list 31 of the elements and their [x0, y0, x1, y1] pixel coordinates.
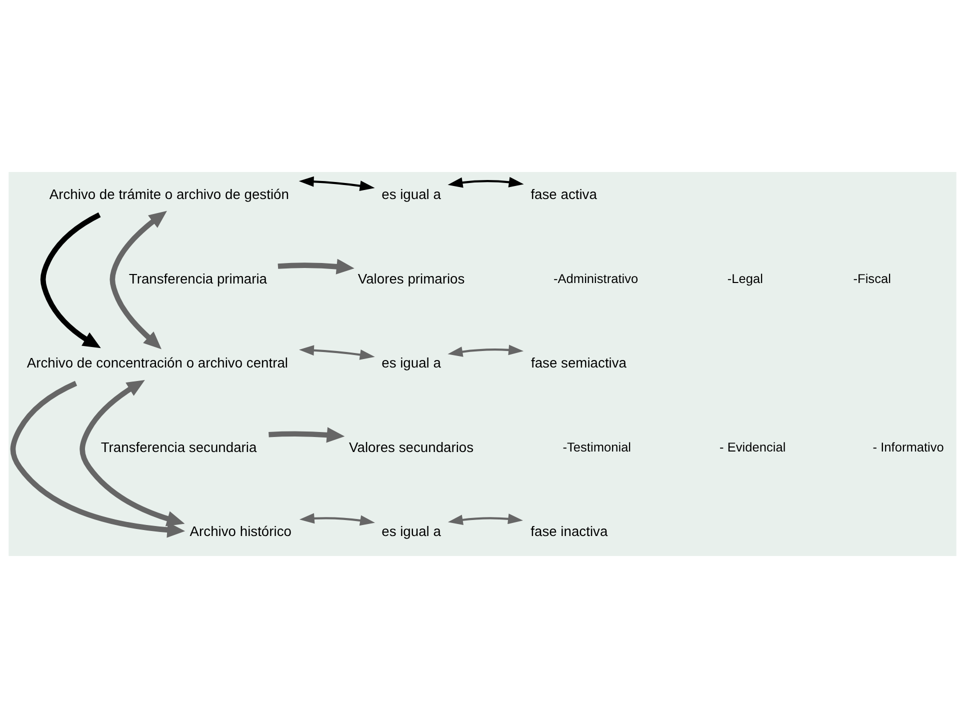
arrow	[298, 176, 375, 191]
label: -Legal	[727, 270, 763, 286]
arrow	[110, 210, 167, 349]
arrow	[10, 380, 186, 538]
node-text: Archivo histórico	[190, 522, 292, 539]
label: -Administrativo	[554, 270, 638, 286]
label: - Evidencial	[720, 439, 786, 454]
label: -Fiscal	[853, 270, 891, 286]
arrow	[448, 176, 524, 188]
arrow	[268, 426, 345, 442]
label: -Testimonial	[562, 439, 632, 454]
node-text: fase activa	[530, 186, 597, 202]
node-text: fase inactiva	[530, 522, 608, 539]
node-text: es igual a	[382, 186, 441, 202]
arrow	[299, 344, 375, 360]
node-text: es igual a	[382, 522, 441, 539]
label: - Informativo	[872, 439, 944, 454]
arrow	[448, 513, 524, 525]
arrow	[40, 212, 101, 348]
arrow	[278, 258, 354, 274]
node-text: Archivo de concentración o archivo central	[26, 354, 288, 370]
arrow	[80, 379, 185, 526]
node-text: Archivo de trámite o archivo de gestión	[49, 186, 289, 202]
node-text: Valores primarios	[358, 270, 465, 286]
node-text: Valores secundarios	[349, 438, 474, 454]
node-text: fase semiactiva	[531, 354, 627, 370]
arrow	[299, 512, 376, 526]
arrow	[448, 344, 524, 356]
node-text: Transferencia secundaria	[100, 438, 257, 454]
node-text: es igual a	[382, 354, 441, 370]
node-text: Transferencia primaria	[128, 270, 268, 286]
